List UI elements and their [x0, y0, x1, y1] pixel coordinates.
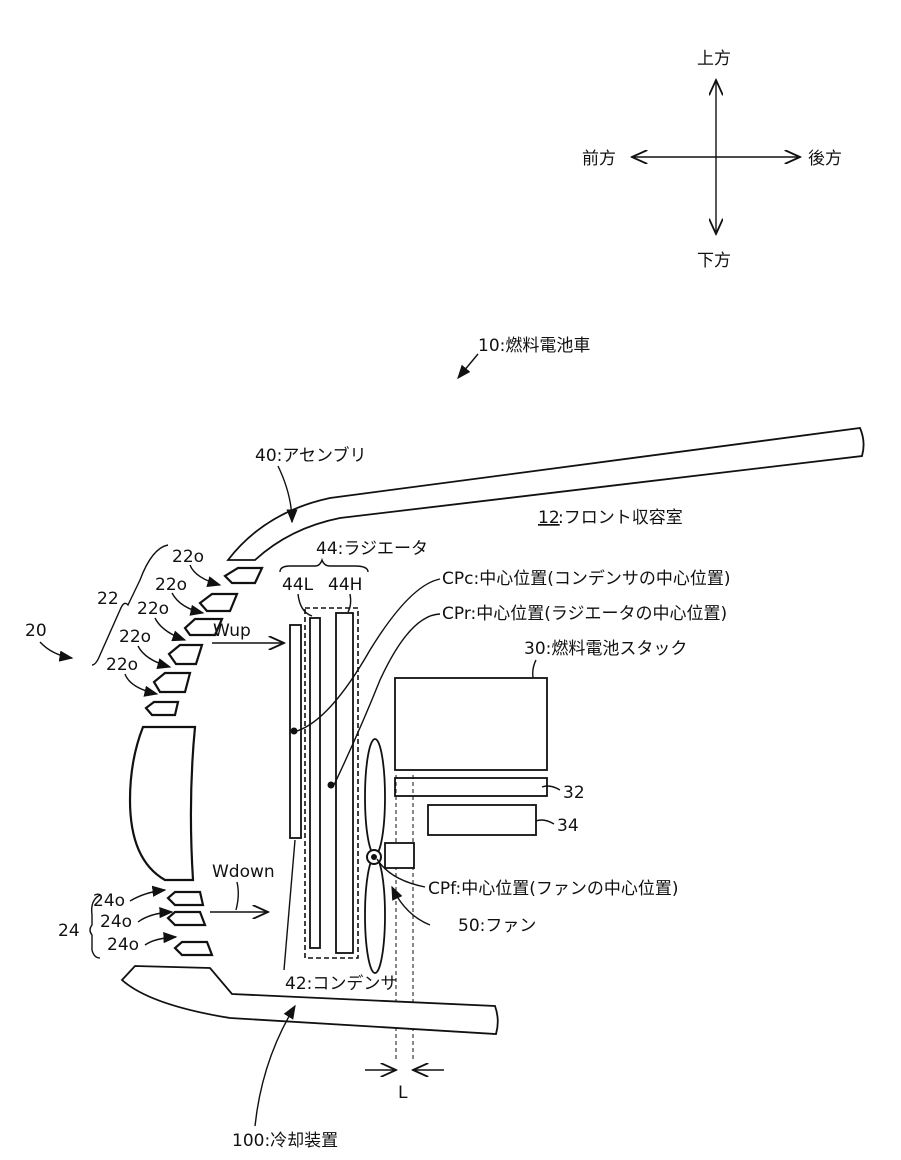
- radiator-center-label: CPr:中心位置(ラジエータの中心位置): [442, 604, 727, 624]
- upper-opening-label: 22o: [106, 655, 138, 675]
- radiator-low: [310, 618, 320, 948]
- fan-label: 50:ファン: [458, 916, 536, 936]
- front-room-label: :フロント収容室: [558, 508, 683, 528]
- radiator-high-label: 44H: [328, 575, 362, 595]
- fan-center-point: [371, 854, 377, 860]
- airflow-down-label: Wdown: [212, 862, 275, 882]
- part-34-label: 34: [557, 816, 579, 836]
- fan-blade-lower: [365, 857, 385, 973]
- compass-up: 上方: [697, 49, 731, 69]
- upper-opening-label: 22o: [119, 627, 151, 647]
- assembly-label: 40:アセンブリ: [255, 445, 367, 466]
- radiator-center-point: [328, 782, 335, 789]
- compass-front: 前方: [582, 149, 616, 169]
- condenser-center-label: CPc:中心位置(コンデンサの中心位置): [442, 568, 730, 589]
- condenser-center-point: [291, 728, 298, 735]
- upper-group-label: 22: [97, 589, 119, 609]
- front-room-number: 12: [538, 508, 560, 528]
- stack-label: 30:燃料電池スタック: [524, 639, 687, 659]
- radiator-label: 44:ラジエータ: [316, 539, 428, 559]
- vehicle-label: 10:燃料電池車: [478, 336, 590, 356]
- lower-opening-label: 24o: [100, 912, 132, 932]
- direction-compass: 上方 下方 前方 後方: [582, 49, 842, 271]
- airflow-up-label: Wup: [213, 621, 251, 641]
- radiator-low-label: 44L: [282, 575, 314, 595]
- grille-label: 20: [25, 621, 47, 641]
- fan-center-label: CPf:中心位置(ファンの中心位置): [428, 879, 679, 899]
- part-32-label: 32: [563, 783, 585, 803]
- upper-opening-label: 22o: [155, 575, 187, 595]
- part-34: [428, 805, 536, 835]
- lower-grille: [168, 892, 212, 955]
- compass-down: 下方: [697, 251, 731, 271]
- lower-opening-label: 24o: [93, 891, 125, 911]
- lower-opening-label: 24o: [107, 935, 139, 955]
- distance-L-label: L: [398, 1083, 408, 1103]
- fuel-cell-stack: [395, 678, 547, 770]
- cooling-device-label: 100:冷却装置: [232, 1131, 338, 1151]
- fan-motor: [385, 843, 414, 868]
- part-32: [395, 778, 547, 796]
- fan-blade-upper: [365, 739, 385, 855]
- condenser-label: 42:コンデンサ: [285, 973, 397, 994]
- lower-group-label: 24: [58, 921, 80, 941]
- upper-opening-label: 22o: [137, 599, 169, 619]
- radiator-high: [336, 613, 353, 953]
- upper-opening-label: 22o: [172, 547, 204, 567]
- compass-rear: 後方: [808, 149, 842, 169]
